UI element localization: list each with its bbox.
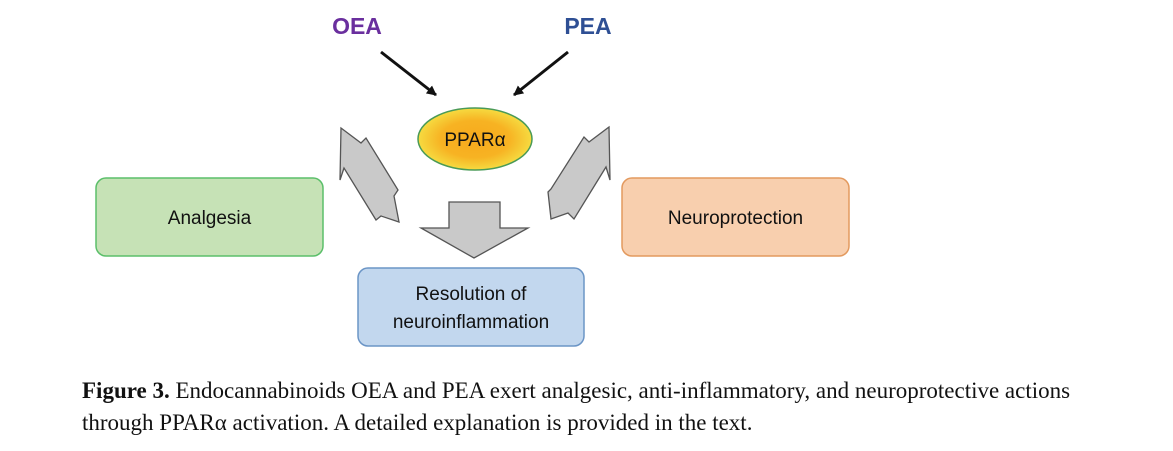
left-block-arrow xyxy=(339,126,400,223)
pea-label: PEA xyxy=(564,13,611,39)
figure-caption: Figure 3. Endocannabinoids OEA and PEA e… xyxy=(82,375,1142,439)
neuroprotection-box xyxy=(621,177,850,257)
oea-label: OEA xyxy=(332,13,382,39)
figure-caption-text: Endocannabinoids OEA and PEA exert analg… xyxy=(82,378,1071,435)
right-block-arrow xyxy=(547,125,611,221)
neuroprotection-label: Neuroprotection xyxy=(668,208,803,229)
analgesia-box xyxy=(95,177,324,257)
ppar-alpha-label: PPARα xyxy=(444,130,505,151)
analgesia-label: Analgesia xyxy=(168,208,252,229)
resolution-box xyxy=(357,267,585,347)
figure-caption-label: Figure 3. xyxy=(82,378,170,403)
oea-to-ppar-arrow xyxy=(380,50,437,97)
resolution-label-line2: neuroinflammation xyxy=(393,312,549,333)
pea-to-ppar-arrow xyxy=(513,50,569,97)
ppar-alpha-diagram: OEA PEA PPARα Analgesia Neuroprotection … xyxy=(95,13,850,347)
center-block-arrow xyxy=(418,201,531,259)
resolution-label-line1: Resolution of xyxy=(416,284,528,305)
ppar-alpha-node xyxy=(417,107,533,171)
